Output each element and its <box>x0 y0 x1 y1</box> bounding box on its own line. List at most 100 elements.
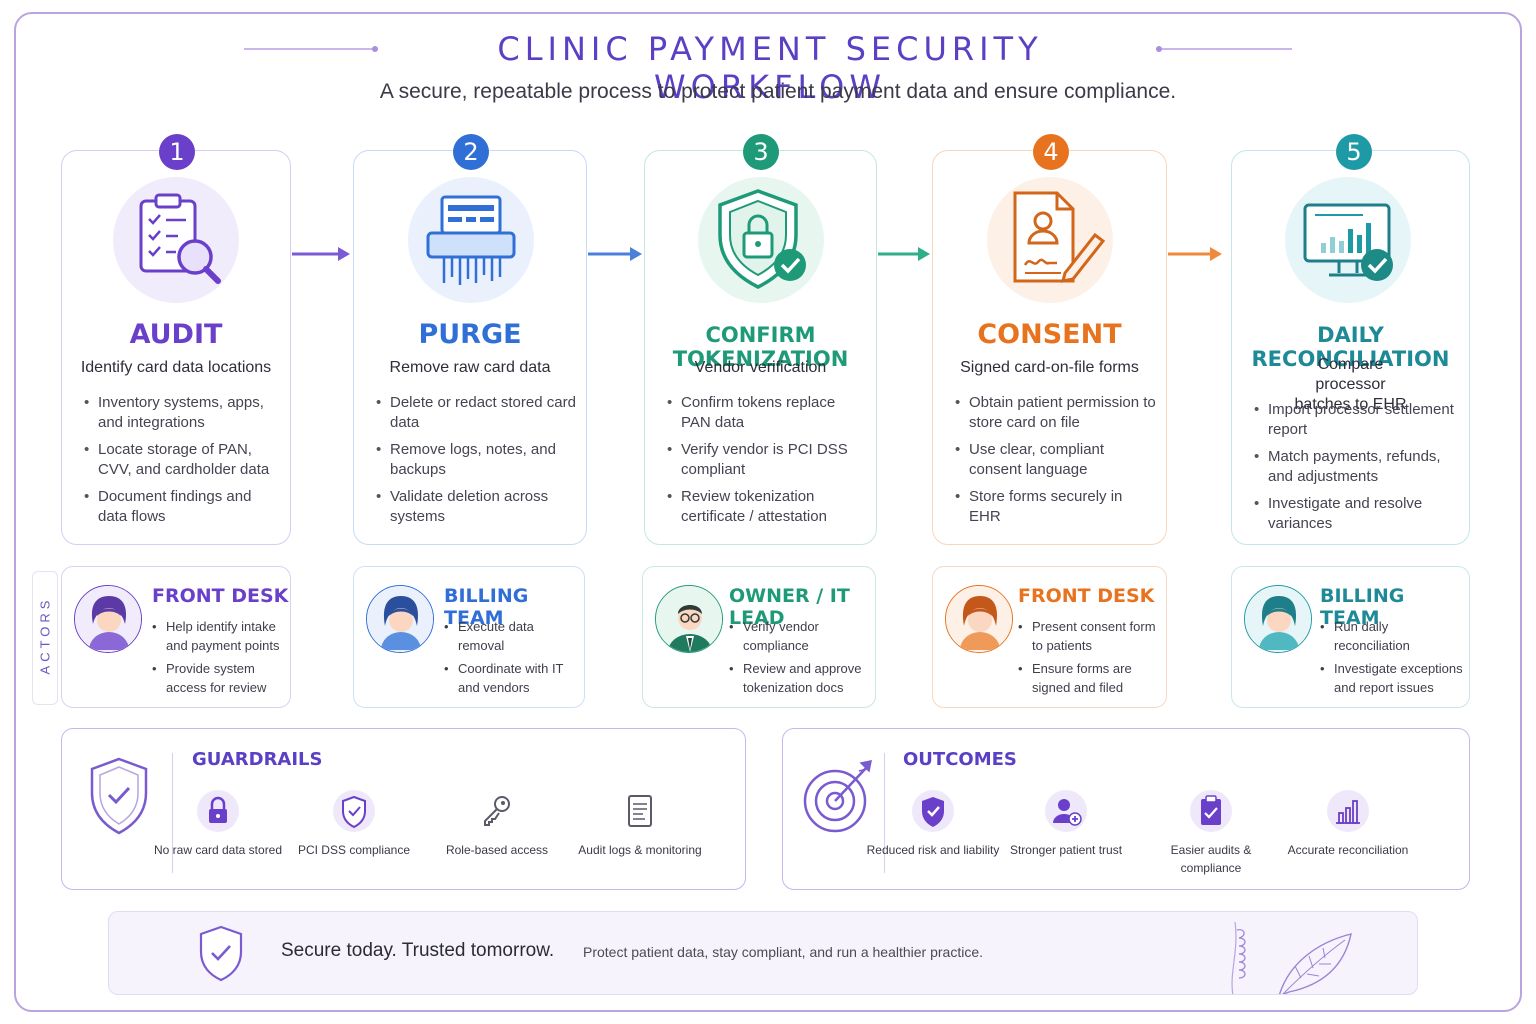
monitor-chart-icon <box>1285 177 1411 303</box>
step-bullet: Delete or redact stored card data <box>376 393 576 433</box>
step-bullets: Confirm tokens replace PAN data Verify v… <box>667 393 866 534</box>
step-bullet: Review tokenization certificate / attest… <box>667 487 866 527</box>
avatar <box>366 585 434 653</box>
actor-title: FRONT DESK <box>152 585 289 607</box>
step-card-purge: 2 PURGE Remove raw card data Delete or r… <box>353 134 587 545</box>
arrow-right-icon <box>1168 246 1224 262</box>
page-subtitle: A secure, repeatable process to protect … <box>379 80 1177 103</box>
step-number: 5 <box>1336 134 1372 170</box>
outcome-label: Reduced risk and liability <box>866 843 1000 857</box>
outcome-label: Easier audits & compliance <box>1170 843 1252 875</box>
guardrail-label: Audit logs & monitoring <box>578 843 702 857</box>
signed-form-icon <box>987 177 1113 303</box>
actor-card-front-desk: FRONT DESK Help identify intake and paym… <box>61 566 291 708</box>
page-title: CLINIC PAYMENT SECURITY WORKFLOW <box>497 30 1043 106</box>
actors-label: ACTORS <box>32 571 58 705</box>
actor-card-owner-it-lead: OWNER / IT LEAD Verify vendor compliance… <box>642 566 876 708</box>
outcomes-title: OUTCOMES <box>903 749 1017 770</box>
step-card-audit: 1 AUDIT Identify card data locations Inv… <box>61 134 291 545</box>
step-bullet: Document findings and data flows <box>84 487 280 527</box>
outcome-label: Stronger patient trust <box>1009 843 1123 857</box>
step-number: 1 <box>159 134 195 170</box>
actor-bullet: Provide system access for review <box>152 659 282 697</box>
guardrails-title: GUARDRAILS <box>192 749 323 770</box>
divider <box>172 753 173 873</box>
step-subtitle: Signed card-on-file forms <box>960 359 1139 376</box>
step-bullets: Delete or redact stored card data Remove… <box>376 393 576 534</box>
actor-bullets: Run daily reconciliation Investigate exc… <box>1320 617 1463 701</box>
step-bullet: Import processor settlement report <box>1254 400 1459 440</box>
actor-card-billing-team: BILLING TEAM Execute data removal Coordi… <box>353 566 585 708</box>
avatar <box>945 585 1013 653</box>
actor-bullets: Execute data removal Coordinate with IT … <box>444 617 576 701</box>
actor-bullet: Investigate exceptions and report issues <box>1320 659 1463 697</box>
title-dot-left <box>372 46 378 52</box>
step-bullet: Match payments, refunds, and adjustments <box>1254 447 1459 487</box>
step-bullet: Store forms securely in EHR <box>955 487 1156 527</box>
footer-banner: Secure today. Trusted tomorrow. Protect … <box>108 911 1418 995</box>
step-card-consent: 4 CONSENT Signed card-on-file forms Obta… <box>932 134 1167 545</box>
avatar <box>1244 585 1312 653</box>
shield-check-icon <box>912 790 954 832</box>
leaf-decoration-icon <box>1231 921 1352 994</box>
step-bullet: Verify vendor is PCI DSS compliant <box>667 440 866 480</box>
guardrail-label: PCI DSS compliance <box>297 843 411 857</box>
step-bullet: Validate deletion across systems <box>376 487 576 527</box>
step-bullet: Locate storage of PAN, CVV, and cardhold… <box>84 440 280 480</box>
shredder-icon <box>408 177 534 303</box>
step-title: CONFIRM TOKENIZATION <box>672 323 849 371</box>
outcomes-panel: OUTCOMES Reduced risk and liability Stro… <box>782 728 1470 890</box>
divider <box>884 753 885 873</box>
step-card-confirm-tokenization: 3 CONFIRM TOKENIZATION Vendor verificati… <box>644 134 877 545</box>
arrow-right-icon <box>292 246 352 262</box>
step-title: AUDIT <box>129 319 223 350</box>
actor-bullet: Verify vendor compliance <box>729 617 867 655</box>
step-bullet: Remove logs, notes, and backups <box>376 440 576 480</box>
actors-label-text: ACTORS <box>37 596 53 675</box>
step-bullets: Import processor settlement report Match… <box>1254 400 1459 541</box>
step-bullet: Confirm tokens replace PAN data <box>667 393 866 433</box>
actor-bullets: Verify vendor compliance Review and appr… <box>729 617 867 701</box>
step-subtitle: Vendor verification <box>694 359 827 376</box>
guardrail-item: Audit logs & monitoring <box>570 789 710 859</box>
footer-subtext: Protect patient data, stay compliant, an… <box>583 944 984 960</box>
actor-bullets: Help identify intake and payment points … <box>152 617 282 701</box>
step-bullet: Obtain patient permission to store card … <box>955 393 1156 433</box>
actor-card-front-desk: FRONT DESK Present consent form to patie… <box>932 566 1167 708</box>
actor-bullet: Present consent form to patients <box>1018 617 1158 655</box>
step-bullet: Investigate and resolve variances <box>1254 494 1459 534</box>
step-title: PURGE <box>418 319 522 350</box>
shield-lock-icon <box>698 177 824 303</box>
step-number: 3 <box>743 134 779 170</box>
arrow-right-icon <box>588 246 644 262</box>
actor-title: FRONT DESK <box>1018 585 1155 607</box>
step-subtitle: Identify card data locations <box>80 359 272 376</box>
title-rule-right <box>1162 48 1292 50</box>
guardrail-label: Role-based access <box>445 843 549 857</box>
outcome-item: Reduced risk and liability <box>863 789 1003 859</box>
actor-bullet: Help identify intake and payment points <box>152 617 282 655</box>
step-title: DAILY RECONCILIATION <box>1251 323 1450 371</box>
actor-bullet: Run daily reconciliation <box>1320 617 1463 655</box>
step-bullet: Use clear, compliant consent language <box>955 440 1156 480</box>
avatar <box>655 585 723 653</box>
clipboard-search-icon <box>113 177 239 303</box>
step-number: 4 <box>1033 134 1069 170</box>
shield-check-icon <box>199 925 243 982</box>
guardrail-item: No raw card data stored <box>148 789 288 859</box>
actor-card-billing-team: BILLING TEAM Run daily reconciliation In… <box>1231 566 1470 708</box>
document-log-icon <box>628 795 652 827</box>
title-dot-right <box>1156 46 1162 52</box>
actor-bullet: Execute data removal <box>444 617 576 655</box>
actor-bullet: Review and approve tokenization docs <box>729 659 867 697</box>
avatar <box>74 585 142 653</box>
step-bullet: Inventory systems, apps, and integration… <box>84 393 280 433</box>
key-icon <box>484 796 510 826</box>
footer-tagline: Secure today. Trusted tomorrow. <box>281 940 555 961</box>
step-bullets: Obtain patient permission to store card … <box>955 393 1156 534</box>
outcome-item: Stronger patient trust <box>996 789 1136 859</box>
actor-bullet: Coordinate with IT and vendors <box>444 659 576 697</box>
guardrail-label: No raw card data stored <box>153 843 283 857</box>
guardrail-item: Role-based access <box>427 789 567 859</box>
outcome-item: Accurate reconciliation <box>1278 789 1418 859</box>
